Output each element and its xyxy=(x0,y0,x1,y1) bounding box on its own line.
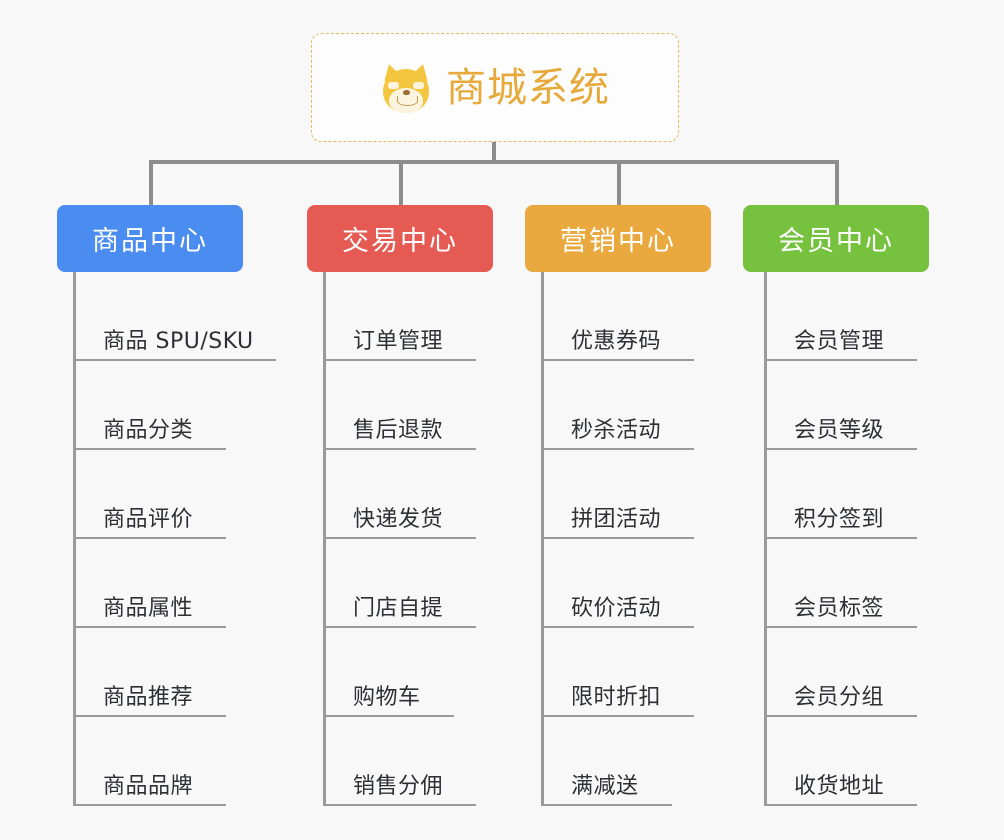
column-header-1[interactable]: 交易中心 xyxy=(307,205,493,272)
leaf-label: 售后退款 xyxy=(353,418,444,443)
leaf-label: 商品分类 xyxy=(103,418,194,443)
column-header-3[interactable]: 会员中心 xyxy=(743,205,929,272)
column-body-0: 商品 SPU/SKU 商品分类 商品评价 商品属性 商品推荐 商品品牌 xyxy=(57,272,276,806)
leaf-item[interactable]: 订单管理 xyxy=(307,272,493,361)
leaf-underline xyxy=(764,804,917,806)
column-trunk-3 xyxy=(764,272,767,806)
leaf-label: 会员分组 xyxy=(794,685,885,710)
leaf-label: 门店自提 xyxy=(353,596,444,621)
leaf-label: 积分签到 xyxy=(794,507,885,532)
leaf-underline xyxy=(764,537,917,539)
leaf-item[interactable]: 商品评价 xyxy=(57,450,243,539)
leaf-item[interactable]: 售后退款 xyxy=(307,361,493,450)
connector-drop-0 xyxy=(149,160,153,205)
leaf-item[interactable]: 购物车 xyxy=(307,628,493,717)
leaf-item[interactable]: 优惠券码 xyxy=(525,272,711,361)
connector-drop-2 xyxy=(617,160,621,205)
leaf-label: 商品属性 xyxy=(103,596,194,621)
leaf-underline xyxy=(541,626,694,628)
column-3: 会员中心 会员管理 会员等级 积分签到 会员标签 会员分组 xyxy=(743,205,929,806)
leaf-item[interactable]: 收货地址 xyxy=(743,717,929,806)
leaf-item[interactable]: 会员标签 xyxy=(743,539,929,628)
leaf-underline xyxy=(323,804,476,806)
leaf-item[interactable]: 商品品牌 xyxy=(57,717,243,806)
leaf-item[interactable]: 会员管理 xyxy=(743,272,929,361)
leaf-underline xyxy=(73,448,226,450)
leaf-underline xyxy=(73,537,226,539)
leaf-label: 会员管理 xyxy=(794,329,885,354)
column-trunk-1 xyxy=(323,272,326,806)
leaf-item[interactable]: 商品推荐 xyxy=(57,628,243,717)
leaf-label: 会员标签 xyxy=(794,596,885,621)
leaf-underline xyxy=(541,804,672,806)
column-2: 营销中心 优惠券码 秒杀活动 拼团活动 砍价活动 限时折扣 xyxy=(525,205,711,806)
column-trunk-0 xyxy=(73,272,76,806)
column-header-2[interactable]: 营销中心 xyxy=(525,205,711,272)
leaf-underline xyxy=(541,359,694,361)
column-body-2: 优惠券码 秒杀活动 拼团活动 砍价活动 限时折扣 满减送 xyxy=(525,272,711,806)
leaf-label: 购物车 xyxy=(353,685,421,710)
column-1: 交易中心 订单管理 售后退款 快递发货 门店自提 购物车 xyxy=(307,205,493,806)
leaf-underline xyxy=(73,359,276,361)
leaf-item[interactable]: 满减送 xyxy=(525,717,711,806)
leaf-item[interactable]: 拼团活动 xyxy=(525,450,711,539)
leaf-item[interactable]: 销售分佣 xyxy=(307,717,493,806)
leaf-item[interactable]: 门店自提 xyxy=(307,539,493,628)
leaf-underline xyxy=(323,537,476,539)
leaf-label: 会员等级 xyxy=(794,418,885,443)
leaf-label: 满减送 xyxy=(571,774,639,799)
leaf-item[interactable]: 积分签到 xyxy=(743,450,929,539)
leaf-underline xyxy=(323,715,454,717)
leaf-label: 商品评价 xyxy=(103,507,194,532)
connector-drop-1 xyxy=(399,160,403,205)
leaf-underline xyxy=(323,626,476,628)
leaf-underline xyxy=(541,537,694,539)
leaf-underline xyxy=(73,804,226,806)
leaf-underline xyxy=(764,359,917,361)
leaf-underline xyxy=(541,715,694,717)
root-title: 商城系统 xyxy=(446,64,610,111)
leaf-underline xyxy=(73,626,226,628)
leaf-item[interactable]: 商品分类 xyxy=(57,361,243,450)
leaf-underline xyxy=(541,448,694,450)
column-body-1: 订单管理 售后退款 快递发货 门店自提 购物车 销售分佣 xyxy=(307,272,493,806)
column-trunk-2 xyxy=(541,272,544,806)
leaf-item[interactable]: 秒杀活动 xyxy=(525,361,711,450)
connector-bus xyxy=(149,160,839,164)
leaf-item[interactable]: 商品 SPU/SKU xyxy=(57,272,276,361)
leaf-underline xyxy=(764,715,917,717)
leaf-label: 拼团活动 xyxy=(571,507,662,532)
leaf-item[interactable]: 会员分组 xyxy=(743,628,929,717)
leaf-label: 订单管理 xyxy=(353,329,444,354)
connector-drop-3 xyxy=(835,160,839,205)
leaf-label: 收货地址 xyxy=(794,774,885,799)
leaf-underline xyxy=(764,626,917,628)
leaf-item[interactable]: 限时折扣 xyxy=(525,628,711,717)
leaf-label: 砍价活动 xyxy=(571,596,662,621)
leaf-underline xyxy=(764,448,917,450)
leaf-item[interactable]: 砍价活动 xyxy=(525,539,711,628)
leaf-underline xyxy=(323,448,476,450)
leaf-label: 限时折扣 xyxy=(571,685,662,710)
shiba-inu-icon xyxy=(380,61,432,115)
leaf-label: 商品 SPU/SKU xyxy=(103,329,254,354)
leaf-label: 商品推荐 xyxy=(103,685,194,710)
leaf-item[interactable]: 会员等级 xyxy=(743,361,929,450)
leaf-item[interactable]: 快递发货 xyxy=(307,450,493,539)
column-0: 商品中心 商品 SPU/SKU 商品分类 商品评价 商品属性 商品推荐 xyxy=(57,205,276,806)
column-header-0[interactable]: 商品中心 xyxy=(57,205,243,272)
leaf-underline xyxy=(73,715,226,717)
leaf-underline xyxy=(323,359,476,361)
column-body-3: 会员管理 会员等级 积分签到 会员标签 会员分组 收货地址 xyxy=(743,272,929,806)
leaf-item[interactable]: 商品属性 xyxy=(57,539,243,628)
leaf-label: 优惠券码 xyxy=(571,329,662,354)
root-node[interactable]: 商城系统 xyxy=(311,33,679,142)
leaf-label: 销售分佣 xyxy=(353,774,444,799)
leaf-label: 商品品牌 xyxy=(103,774,194,799)
leaf-label: 秒杀活动 xyxy=(571,418,662,443)
leaf-label: 快递发货 xyxy=(353,507,444,532)
connector-stem xyxy=(492,142,496,164)
